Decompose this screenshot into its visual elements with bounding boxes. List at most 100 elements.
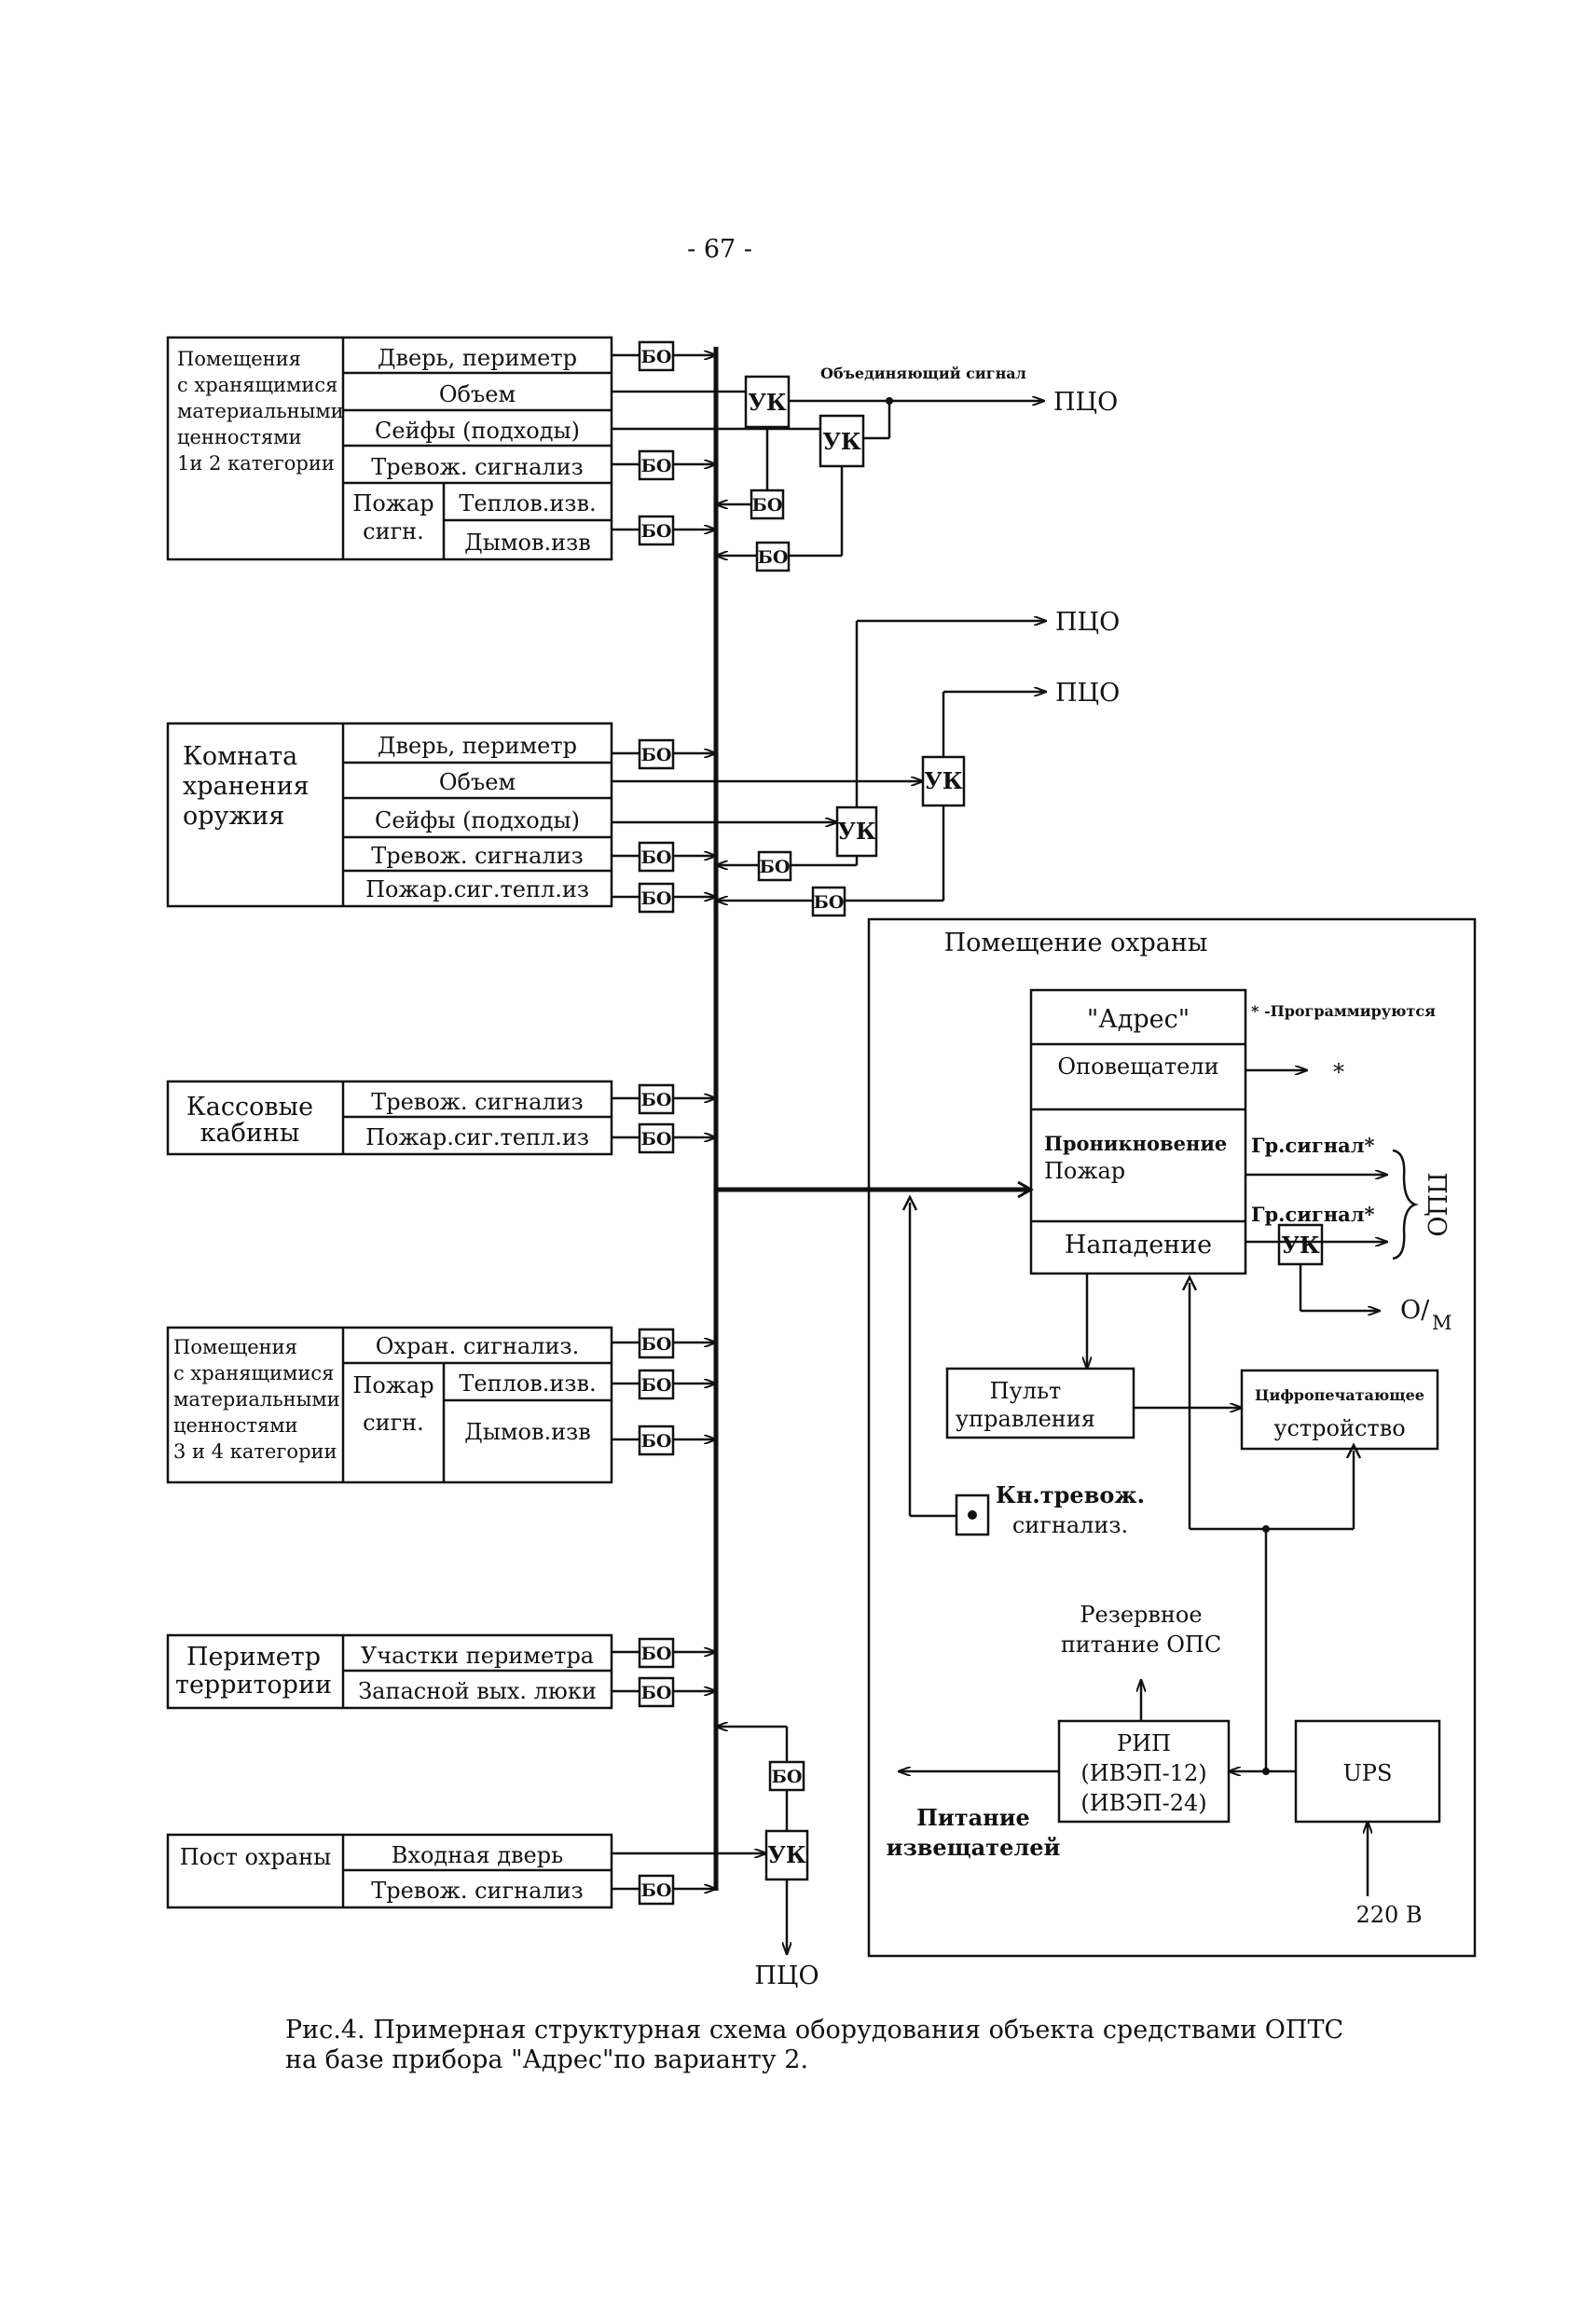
fire-label: Пожар: [352, 490, 433, 516]
group-title-line: с хранящимися: [177, 374, 337, 396]
group-title-line: Пост охраны: [180, 1844, 331, 1870]
rip-label: РИП: [1117, 1730, 1171, 1756]
figure-caption-line: Рис.4. Примерная структурная схема обору…: [285, 2016, 1343, 2045]
intrusion-label: Проникновение: [1044, 1132, 1227, 1155]
rip-label: (ИВЭП-12): [1080, 1760, 1206, 1786]
pco-label: ПЦО: [1053, 388, 1118, 417]
bo-label: БО: [814, 892, 845, 913]
control-panel-label: управления: [956, 1406, 1095, 1432]
group-valuables-3-4: Помещения с хранящимися материальными це…: [166, 1326, 613, 1484]
notifiers-out-label: *: [1333, 1059, 1344, 1085]
smoke-detector-label: Дымов.изв: [464, 530, 590, 556]
group-title-line: 1и 2 категории: [177, 452, 335, 475]
heat-detector-label: Теплов.изв.: [459, 490, 596, 516]
row-label: Сейфы (подходы): [375, 807, 580, 833]
bo-label: БО: [641, 1375, 672, 1396]
row-label: Сейфы (подходы): [375, 418, 580, 444]
heat-detector-label: Теплов.изв.: [459, 1370, 596, 1397]
mains-voltage-label: 220 В: [1355, 1902, 1422, 1928]
bo-label: БО: [641, 1880, 672, 1901]
fire-input-label: Пожар: [1044, 1158, 1125, 1184]
alarm-button-label: Кн.тревож.: [996, 1481, 1145, 1508]
rip-label: (ИВЭП-24): [1080, 1790, 1206, 1816]
group-valuables-1-2: Помещения с хранящимися материальными це…: [166, 336, 613, 561]
fire-label: сигн.: [363, 1410, 424, 1436]
printer-device: [1240, 1369, 1439, 1451]
row-label: Участки периметра: [361, 1643, 594, 1669]
row-label: Тревож. сигнализ: [371, 454, 584, 480]
row-label: Тревож. сигнализ: [371, 1089, 584, 1115]
row-label: Объем: [439, 381, 516, 407]
control-panel-label: Пульт: [990, 1378, 1062, 1404]
address-device: [1029, 988, 1247, 1275]
guard-room-title: Помещение охраны: [944, 929, 1208, 957]
reserve-power-label: Резервное: [1080, 1602, 1202, 1628]
bo-label: БО: [758, 547, 789, 568]
attack-label: Нападение: [1065, 1231, 1212, 1260]
row-label: Пожар.сиг.тепл.из: [365, 876, 589, 902]
pco-label: ПЦО: [754, 1962, 819, 1990]
bo-label: БО: [641, 347, 672, 367]
row-label: Тревож. сигнализ: [371, 843, 584, 869]
group-guard-post: Пост охраны Входная дверь Тревож. сигнал…: [166, 1833, 613, 1909]
row-label: Входная дверь: [392, 1842, 563, 1868]
ups-label: UPS: [1343, 1760, 1393, 1786]
row-label: Тревож. сигнализ: [371, 1878, 584, 1904]
om-sub-label: М: [1432, 1312, 1452, 1334]
group-weapons-room: Комната хранения оружия Дверь, периметр …: [166, 722, 613, 908]
row-label: Пожар.сиг.тепл.из: [365, 1124, 589, 1150]
group-cash-booths: Кассовые кабины Тревож. сигнализ Пожар.с…: [166, 1080, 613, 1156]
bo-blocks-left: БО БО БО БО БО БО БО БО Б: [612, 340, 716, 1906]
group-title-line: 3 и 4 категории: [173, 1440, 337, 1463]
pco-label: ПЦО: [1055, 608, 1120, 637]
printer-label: Цифропечатающее: [1255, 1386, 1424, 1404]
bo-label: БО: [772, 1767, 803, 1787]
row-label: Дверь, периметр: [378, 733, 577, 759]
group-title-line: материальными: [177, 400, 344, 422]
fire-label: сигн.: [363, 518, 424, 544]
row-label: Охран. сигнализ.: [376, 1333, 579, 1359]
row-label: Запасной вых. люки: [358, 1678, 597, 1704]
group-perimeter: Периметр территории Участки периметра За…: [166, 1633, 613, 1710]
group-title-line: Комната: [183, 742, 297, 771]
bo-label: БО: [641, 1090, 672, 1110]
group-title-line: Периметр: [186, 1643, 321, 1672]
bo-label: БО: [641, 847, 672, 868]
guard-post-uk-network: УК ПЦО БО: [612, 1727, 819, 1990]
group-signal-label: Гр.сигнал*: [1251, 1134, 1375, 1157]
group-title-line: Кассовые: [186, 1093, 313, 1122]
group-title-line: ценностями: [173, 1414, 298, 1437]
bo-label: БО: [641, 1431, 672, 1452]
group-signal-label: Гр.сигнал*: [1251, 1203, 1375, 1226]
bo-label: БО: [641, 1334, 672, 1355]
group-title-line: с хранящимися: [173, 1362, 334, 1384]
group2-uk-network: УК ПЦО УК ПЦО БО БО: [612, 608, 1120, 917]
uk-label: УК: [767, 1841, 805, 1868]
group-title-line: территории: [175, 1671, 332, 1700]
pco-label: ПЦО: [1422, 1172, 1451, 1236]
group-title-line: Помещения: [173, 1336, 297, 1358]
programmable-note: * -Программируются: [1251, 1002, 1436, 1020]
page-number: - 67 -: [687, 235, 752, 264]
detector-power-label: Питание: [916, 1804, 1030, 1831]
group-title-line: оружия: [183, 802, 284, 831]
group-title-line: материальными: [173, 1388, 340, 1411]
fire-label: Пожар: [352, 1372, 433, 1398]
smoke-detector-label: Дымов.изв: [464, 1419, 590, 1445]
uk-label: УК: [822, 428, 860, 455]
bo-label: БО: [641, 888, 672, 909]
notifiers-label: Оповещатели: [1057, 1053, 1218, 1080]
group-title-line: ценностями: [177, 426, 302, 448]
alarm-button-label: сигнализ.: [1012, 1512, 1128, 1538]
printer-label: устройство: [1273, 1415, 1405, 1441]
bo-label: БО: [641, 521, 672, 542]
pco-label: ПЦО: [1055, 679, 1120, 708]
bo-label: БО: [760, 857, 791, 877]
bo-label: БО: [641, 1644, 672, 1664]
group-title-line: кабины: [200, 1119, 300, 1148]
row-label: Объем: [439, 769, 516, 795]
group-title-line: Помещения: [177, 348, 301, 370]
control-panel: [945, 1367, 1135, 1439]
